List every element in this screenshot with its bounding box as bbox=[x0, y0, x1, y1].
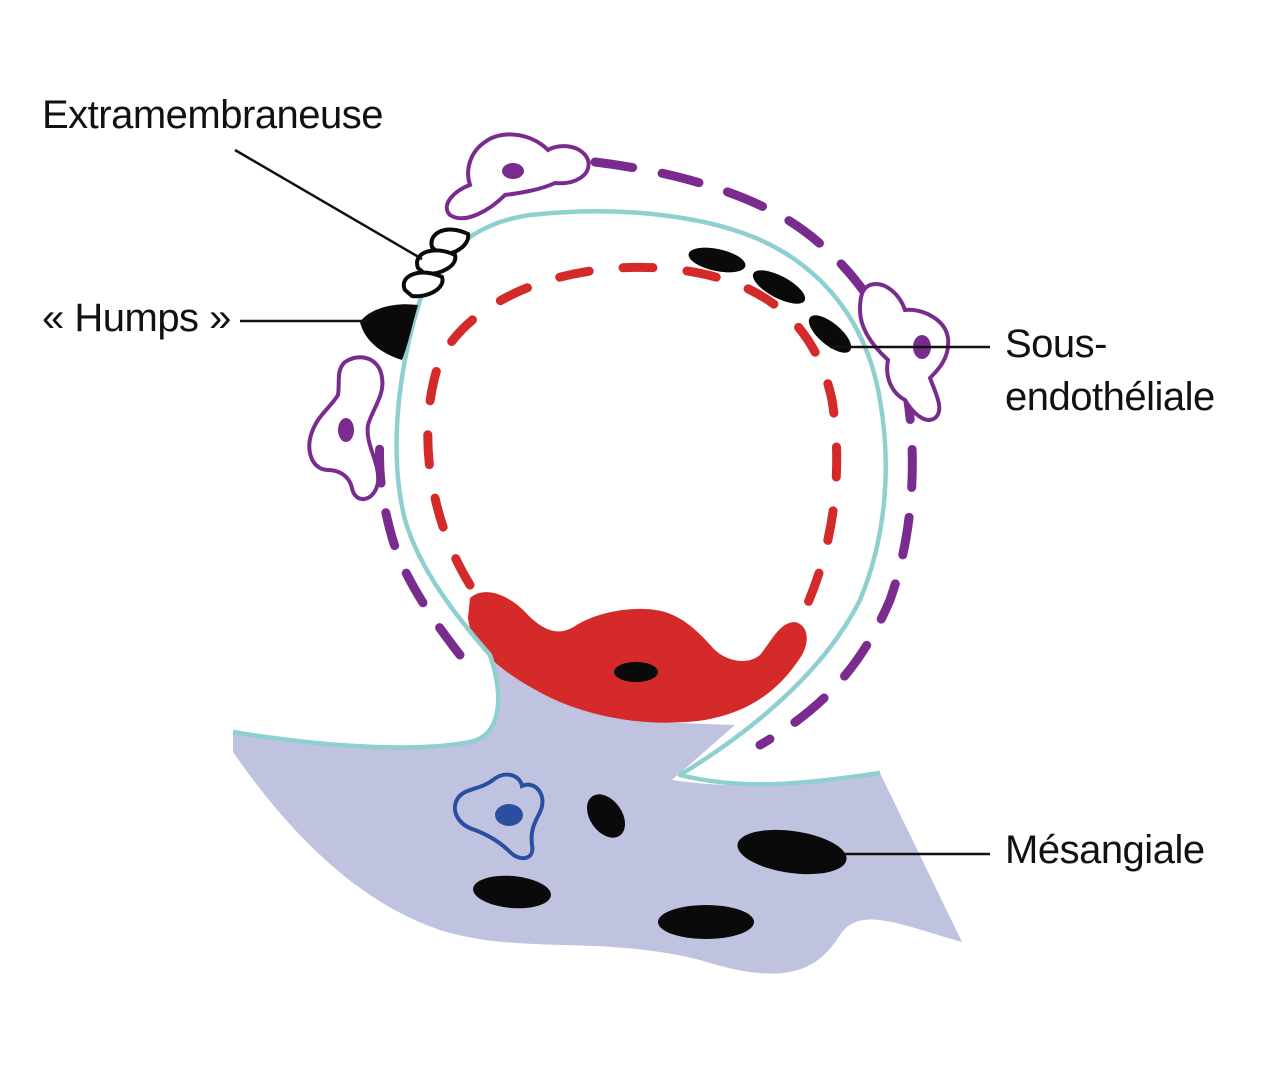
subendothelial-deposits bbox=[688, 247, 852, 353]
podocyte-right bbox=[857, 282, 951, 422]
podocyte-dashed-layer-right bbox=[590, 157, 917, 750]
basement-membrane bbox=[232, 209, 888, 787]
mesangial-cell bbox=[452, 772, 545, 861]
hump-deposit bbox=[360, 304, 418, 360]
label-sous-line1: Sous- bbox=[1005, 322, 1107, 366]
podocyte-left bbox=[307, 355, 385, 501]
label-sous-line2: endothéliale bbox=[1005, 375, 1215, 419]
label-humps: « Humps » bbox=[42, 296, 231, 340]
podocyte-top bbox=[444, 132, 591, 221]
endothelial-cell bbox=[468, 592, 807, 723]
label-extramembraneuse: Extramembraneuse bbox=[42, 93, 383, 137]
label-mesangiale: Mésangiale bbox=[1005, 828, 1205, 872]
endothelial-nucleus bbox=[614, 662, 658, 682]
endothelium-dashed-ring bbox=[423, 262, 842, 625]
mesangial-deposits bbox=[473, 794, 847, 939]
podocyte-dashed-layer bbox=[375, 435, 465, 660]
leader-extramembraneuse bbox=[234, 148, 423, 261]
leader-lines bbox=[234, 148, 990, 856]
extramembranous-deposits bbox=[401, 227, 471, 299]
